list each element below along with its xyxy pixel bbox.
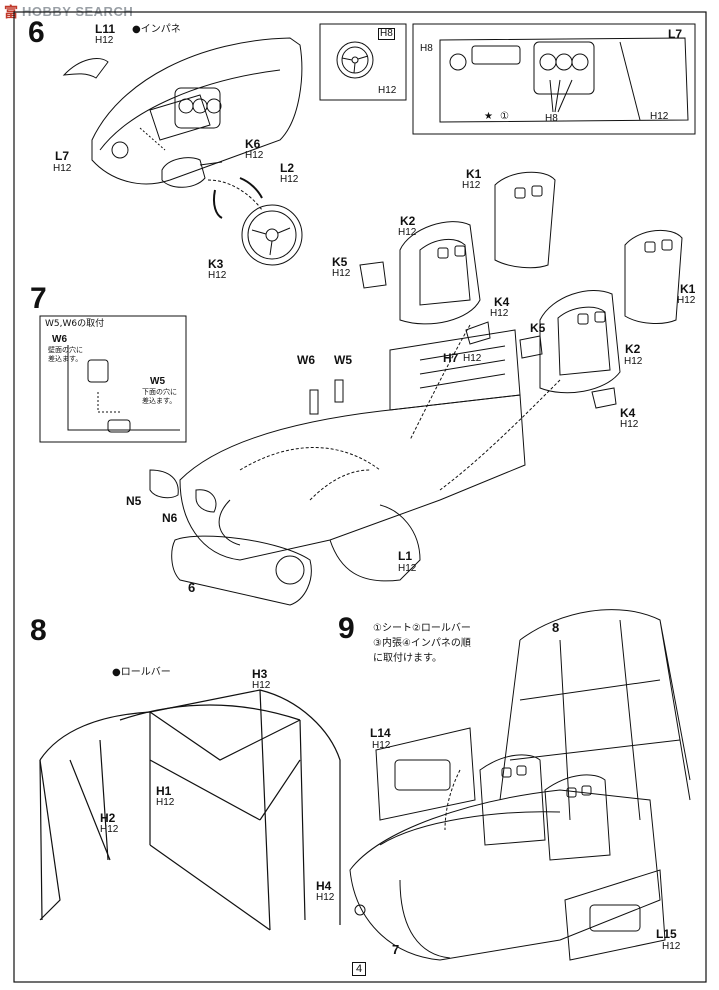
dash-star-note: ① [500,111,509,122]
color-code-K5-left: H12 [332,268,351,279]
color-code-K1-left: H12 [462,180,481,191]
color-code-K3: H12 [208,270,227,281]
inset-note-W5-line2: 差込ます。 [142,397,177,405]
part-label-L1: L1 [398,549,413,563]
color-code-H4: H12 [316,892,335,903]
part-label-L14: L14 [370,726,391,740]
rollbar-drawing [39,689,341,931]
part-label-K6: K6 [245,137,261,151]
color-code-L7: H12 [53,163,72,174]
step9-note-line1: ①シート②ロールバー [373,623,471,634]
dash-color-code-right: H12 [650,111,669,122]
inset-note-W5-line1: 下面の穴に [142,388,177,396]
chassis-drawing [149,329,526,606]
part-label-L15: L15 [656,927,677,941]
part-label-K4-right: K4 [620,406,636,420]
part-label-K3: K3 [208,257,224,271]
part-label-6: 6 [188,580,196,595]
color-code-H1: H12 [156,797,175,808]
color-code-H2: H12 [100,824,119,835]
color-code-K2-right: H12 [624,356,643,367]
part-label-K2-left: K2 [400,214,416,228]
dashboard-drawing [62,37,303,266]
part-label-K2-right: K2 [625,342,641,356]
part-label-K5-right: K5 [530,321,546,335]
detail-part-label-L7: L7 [668,27,683,41]
wheel-color-code-top: H8 [378,28,395,40]
color-code-L1: H12 [398,563,417,574]
assembled-drawing [349,609,691,961]
color-code-K6: H12 [245,150,264,161]
color-code-L11: H12 [95,35,114,46]
color-code-L14: H12 [372,740,391,751]
part-label-W6: W6 [297,353,315,367]
step9-note-line2: ③内張④インパネの順 [373,638,471,649]
color-code-H7: H12 [463,353,482,364]
step-number-9: 9 [338,612,355,645]
part-label-H4: H4 [316,879,332,893]
part-label-W5: W5 [334,353,352,367]
inset-note-W6-line2: 差込ます。 [48,355,83,363]
dash-color-code-bottom: H8 [545,113,558,124]
step-number-6: 6 [28,16,45,49]
part-label-N5: N5 [126,494,142,508]
part-label-K1-left: K1 [466,167,482,181]
dash-color-code-left: H8 [420,43,433,54]
part-label-H2: H2 [100,811,116,825]
inset-label-W6: W6 [52,334,67,345]
step-number-7: 7 [30,282,47,315]
color-code-K1-right: H12 [677,295,696,306]
wheel-color-code-bottom: H12 [378,85,397,96]
part-label-H7: H7 [443,351,459,365]
step9-note-line3: に取付けます。 [373,653,442,664]
part-label-K4-left: K4 [494,295,510,309]
inset-label-W5: W5 [150,376,165,387]
color-code-L15: H12 [662,941,681,952]
seat-drawings [359,171,683,491]
color-code-K4-right: H12 [620,419,639,430]
step8-note: ●ロールバー [112,667,171,678]
part-label-L7: L7 [55,149,70,163]
color-code-H3: H12 [252,680,271,691]
color-code-K2-left: H12 [398,227,417,238]
page-number: 4 [352,962,367,976]
part-label-K5-left: K5 [332,255,348,269]
step6-note: ●インパネ [132,24,181,35]
star-icon: ★ [484,111,493,122]
part-label-8: 8 [552,620,560,635]
part-label-H3: H3 [252,667,268,681]
part-label-L11: L11 [95,22,116,36]
part-label-L2: L2 [280,161,295,175]
step-number-8: 8 [30,614,47,647]
inset-title: W5,W6の取付 [45,319,105,329]
color-code-K4-left: H12 [490,308,509,319]
part-label-K1-right: K1 [680,282,696,296]
color-code-L2: H12 [280,174,299,185]
inset-note-W6-line1: 壁面の穴に [48,346,83,354]
part-label-7: 7 [392,942,400,957]
part-label-H1: H1 [156,784,172,798]
part-label-N6: N6 [162,511,178,525]
